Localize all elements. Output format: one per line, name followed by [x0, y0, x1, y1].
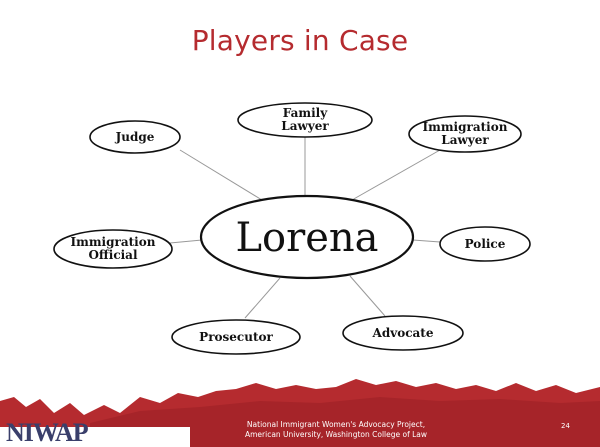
footer-org-line1: National Immigrant Women's Advocacy Proj… — [246, 420, 426, 429]
node-prosecutor-shape — [171, 319, 301, 355]
node-police-shape — [439, 226, 531, 262]
node-immigration-official-shape — [53, 229, 173, 269]
node-police-label: Police — [464, 236, 506, 251]
connector-advocate — [349, 275, 386, 317]
node-judge-label: Judge — [115, 129, 155, 144]
node-family-lawyer-shape — [237, 102, 373, 138]
connector-police — [412, 239, 441, 243]
footer-band — [0, 379, 600, 447]
node-immigration-lawyer-label: Immigration Lawyer — [422, 120, 508, 147]
footer-org-line2: American University, Washington College … — [244, 429, 428, 439]
connector-judge — [179, 149, 263, 201]
slide-title: Players in Case — [191, 24, 409, 57]
node-immigration-lawyer-shape — [408, 115, 522, 153]
connector-immigration-lawyer — [351, 149, 441, 201]
center-node-shape — [199, 194, 415, 280]
footer-organization: National Immigrant Women's Advocacy Proj… — [196, 420, 476, 440]
node-advocate-label: Advocate — [372, 325, 434, 340]
connector-immigration-official — [169, 239, 203, 244]
page-number: 24 — [561, 422, 570, 430]
niwap-logo: NIWAP — [6, 418, 89, 447]
center-node-label: Lorena — [235, 215, 379, 261]
node-advocate-shape — [342, 315, 464, 351]
connector-prosecutor — [244, 277, 281, 319]
node-judge-shape — [89, 120, 181, 154]
node-family-lawyer-label: Family Lawyer — [281, 106, 329, 133]
node-immigration-official-label: Immigration Official — [70, 235, 156, 262]
node-prosecutor-label: Prosecutor — [199, 329, 273, 344]
